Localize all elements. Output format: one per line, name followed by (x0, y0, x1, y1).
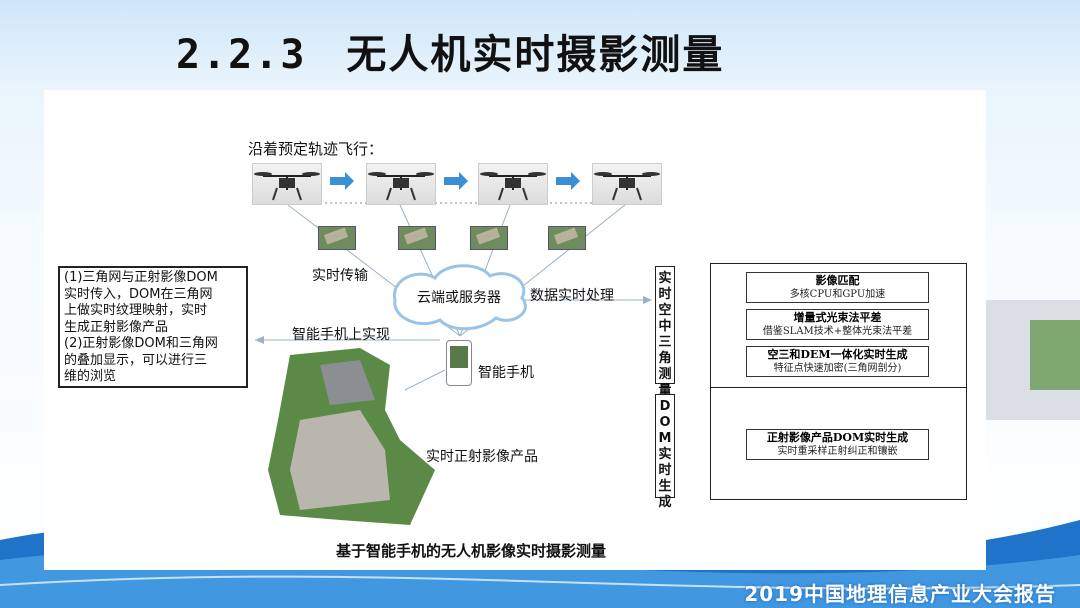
description-line: (2)正射影像DOM和三角网 (64, 336, 218, 351)
aerial-thumbnail (470, 226, 508, 250)
footer-text: 2019中国地理信息产业大会报告 (744, 582, 1056, 606)
flight-arrows (330, 172, 580, 190)
description-line: 的叠加显示，可以进行三 (64, 352, 208, 368)
drone-icon (478, 163, 548, 205)
step-bundle-adjustment: 增量式光束法平差 借鉴SLAM技术+整体光束法平差 (746, 309, 929, 340)
panel-divider (711, 387, 966, 388)
phone-label: 智能手机 (478, 365, 534, 381)
drone-icon (366, 163, 436, 205)
drone-icon (252, 163, 322, 205)
process-panel: 影像匹配 多核CPU和GPU加速 增量式光束法平差 借鉴SLAM技术+整体光束法… (710, 263, 967, 500)
step-subtitle: 多核CPU和GPU加速 (789, 289, 886, 300)
step-dem-generation: 空三和DEM一体化实时生成 特征点快速加密(三角网剖分) (746, 346, 929, 377)
smartphone-icon (446, 340, 472, 386)
step-image-matching: 影像匹配 多核CPU和GPU加速 (746, 272, 929, 303)
description-line: 维的浏览 (64, 369, 117, 384)
title-text: 无人机实时摄影测量 (346, 32, 725, 78)
cloud-label: 云端或服务器 (417, 290, 501, 306)
description-line: 生成正射影像产品 (64, 319, 169, 335)
description-box: (1)三角网与正射影像DOM 实时传入，DOM在三角网 上做实时纹理映射，实时 … (58, 266, 248, 388)
cloud-shape (393, 264, 527, 331)
aerial-thumbnail (398, 226, 436, 250)
step-subtitle: 借鉴SLAM技术+整体光束法平差 (762, 326, 913, 337)
description-line: 上做实时纹理映射，实时 (64, 303, 208, 318)
section-number: 2.2.3 (176, 32, 307, 78)
phone-display-label: 智能手机上实现 (292, 327, 390, 343)
ortho-product-label: 实时正射影像产品 (426, 449, 538, 465)
dom-generation-label: DOM实时生成 (655, 394, 675, 510)
step-title: 正射影像产品DOM实时生成 (766, 431, 909, 444)
description-line: 实时传入，DOM在三角网 (64, 286, 213, 302)
step-subtitle: 特征点快速加密(三角网剖分) (773, 363, 902, 374)
step-subtitle: 实时重采样正射纠正和镶嵌 (777, 446, 898, 457)
realtime-transfer-label: 实时传输 (312, 268, 368, 284)
drone-icon (592, 163, 662, 205)
slide-title: 2.2.3 无人机实时摄影测量 (176, 22, 724, 80)
step-title: 空三和DEM一体化实时生成 (767, 348, 908, 361)
step-dom-generation: 正射影像产品DOM实时生成 实时重采样正射纠正和镶嵌 (746, 429, 929, 460)
step-title: 影像匹配 (815, 274, 860, 287)
step-title: 增量式光束法平差 (793, 311, 882, 324)
diagram-caption: 基于智能手机的无人机影像实时摄影测量 (336, 542, 607, 560)
description-line: (1)三角网与正射影像DOM (64, 270, 218, 285)
flight-label: 沿着预定轨迹飞行： (248, 140, 384, 158)
aerial-thumbnail (318, 226, 356, 250)
aerotriangulation-label: 实时空中三角测量 (655, 266, 675, 398)
aerial-thumbnail (548, 226, 586, 250)
data-processing-label: 数据实时处理 (530, 288, 614, 304)
